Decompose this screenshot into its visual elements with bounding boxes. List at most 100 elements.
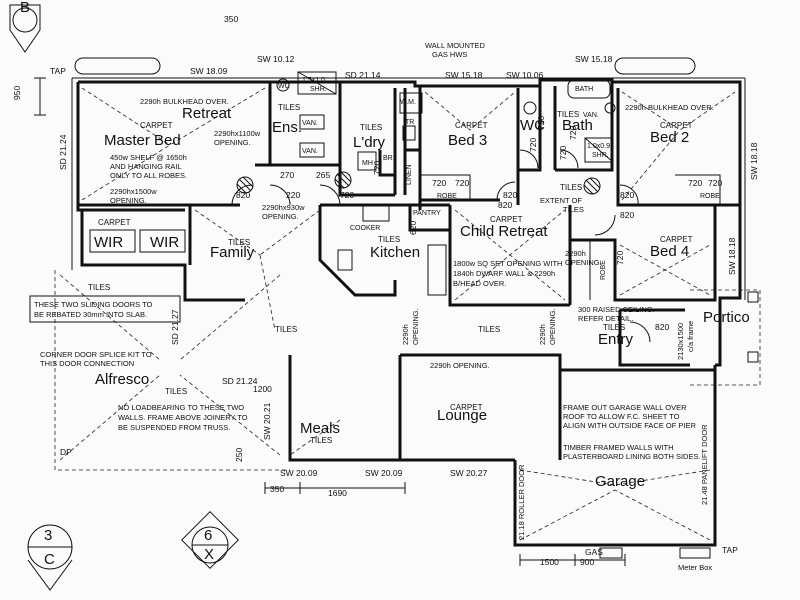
- meter-box-note: Meter Box: [678, 563, 712, 572]
- door-820-child: 820: [498, 200, 512, 210]
- set-opening-note-c: B/HEAD OVER.: [453, 279, 506, 288]
- dim-sw-1012: SW 10.12: [257, 54, 295, 64]
- tiles-laundry-label: TILES: [360, 123, 382, 132]
- washing-machine-icon: [399, 92, 423, 114]
- room-labels: Retreat Master Bed Ens. L'dry Bed 3 WC B…: [89, 105, 750, 490]
- exhaust-fan-icon: [583, 177, 601, 195]
- trough-label: TR: [405, 119, 414, 126]
- retreat-label: Retreat: [182, 105, 232, 122]
- opening-930-note-a: 2290hx930w: [262, 203, 305, 212]
- ensuite-wc-icon: [276, 78, 290, 92]
- section-marker-x: 6 X: [181, 511, 239, 569]
- shower2-size-label: 1.0x0.9: [587, 143, 610, 150]
- notes: 2290h BULKHEAD OVER. 2290h BULKHEAD OVER…: [29, 41, 714, 572]
- bedroom-outlines: [424, 91, 736, 301]
- section-x-top: 6: [204, 527, 212, 544]
- meals-label: Meals: [300, 420, 340, 437]
- bed3-label: Bed 3: [448, 132, 487, 149]
- dim-sd-2124-left: SD 21.24: [58, 134, 68, 170]
- dimension-lines: [34, 77, 626, 566]
- bath-vanity-label: VAN.: [583, 112, 599, 119]
- garage-frame-note-b: ROOF TO ALLOW F.C. SHEET TO: [563, 412, 680, 421]
- frame-note-a: 2130x1500: [676, 323, 685, 360]
- vanity-icon: [299, 114, 325, 130]
- shower-label: SHR.: [310, 86, 327, 93]
- opening-1500-note-b: OPENING.: [110, 196, 147, 205]
- tiles-hall-upper-label: TILES: [560, 183, 582, 192]
- door-270-ensuite: 270: [280, 170, 294, 180]
- shower-size-label: 1.5x1.0: [302, 77, 325, 84]
- lounge-label: Lounge: [437, 407, 487, 424]
- dim-sw-1818-a: SW 18.18: [749, 142, 759, 180]
- dim-sw-1518-b: SW 15.18: [575, 54, 613, 64]
- carpet-master-label: CARPET: [140, 121, 173, 130]
- laundry-label: L'dry: [353, 134, 386, 151]
- cooker-icon: [362, 204, 390, 222]
- rainwater-tanks: [74, 57, 696, 75]
- gas-meter-icon: [599, 547, 623, 559]
- opening-1100-note-b: OPENING.: [214, 138, 251, 147]
- ensuite-wc-label: WC: [278, 83, 290, 90]
- fixtures: [236, 71, 711, 559]
- dimensions: SW 18.09 SW 10.12 SD 21.14 SW 15.18 SW 1…: [12, 14, 759, 567]
- robe-720-bed2-a: 720: [688, 178, 702, 188]
- gas-hws-note-a: WALL MOUNTED: [425, 41, 485, 50]
- tiles-family-lower-label: TILES: [275, 325, 297, 334]
- timber-note-a: TIMBER FRAMED WALLS WITH: [563, 443, 674, 452]
- master-bed-outline: [81, 87, 266, 201]
- dim-sw-2027: SW 20.27: [450, 468, 488, 478]
- vanity-icon: [299, 142, 325, 158]
- opening-hall2-note-a: 2290h: [538, 324, 547, 345]
- door-720-wc: 720: [528, 138, 538, 152]
- bulkhead-left-note: 2290h BULKHEAD OVER.: [140, 97, 229, 106]
- tap-right-label: TAP: [722, 545, 738, 555]
- tiles-alfresco-lower-label: TILES: [165, 387, 187, 396]
- door-265-ensuite: 265: [316, 170, 330, 180]
- door-720-laundry: 720: [340, 190, 354, 200]
- opening-hall2-note-b: OPENING.: [548, 308, 557, 345]
- robe-bed3-label: ROBE: [437, 193, 457, 200]
- dim-sw-1518-a: SW 15.18: [445, 70, 483, 80]
- panelift-door-note: 21.48 PANELIFT DOOR: [700, 424, 709, 505]
- robe-bed2-label: ROBE: [700, 193, 720, 200]
- section-b-label: B: [20, 0, 30, 16]
- bed4-label: Bed 4: [650, 243, 689, 260]
- meter-box-icon: [679, 547, 711, 559]
- child-retreat-label: Child Retreat: [460, 223, 548, 240]
- linen-label: LINEN: [406, 164, 413, 185]
- wir-right: WIR: [139, 229, 186, 253]
- extent-tiles-note-a: EXTENT OF: [540, 196, 582, 205]
- carpet-wir-label: CARPET: [98, 218, 131, 227]
- tiles-hall-label: TILES: [478, 325, 500, 334]
- dim-sw-2009-a: SW 20.09: [280, 468, 318, 478]
- pantry-label: PANTRY: [413, 210, 441, 217]
- garage-frame-note-c: ALIGN WITH OUTSIDE FACE OF PIER: [563, 421, 697, 430]
- tiles-kitchen-label: TILES: [378, 235, 400, 244]
- portico-label: Portico: [703, 309, 750, 326]
- door-720-bath-b: 720: [568, 126, 578, 140]
- robe-720-bed3-a: 720: [432, 178, 446, 188]
- section-c-top: 3: [44, 527, 52, 544]
- door-820-bed4: 820: [620, 210, 634, 220]
- dim-sd-2114: SD 21.14: [345, 70, 381, 80]
- bath-icon: [567, 79, 611, 99]
- dim-sw-1006: SW 10.06: [506, 70, 544, 80]
- carpet-lounge-label: CARPET: [450, 403, 483, 412]
- opening-1100-note-a: 2290hx1100w: [214, 129, 261, 138]
- door-820-bed2: 820: [620, 190, 634, 200]
- tap-left-label: TAP: [50, 66, 66, 76]
- door-swings: [231, 149, 651, 343]
- family-outline: [194, 209, 341, 456]
- wc-label: WC: [520, 117, 545, 134]
- sliding-note-b: BE REBATED 30mm INTO SLAB.: [34, 310, 147, 319]
- opening-hall-note-b: OPENING.: [411, 308, 420, 345]
- external-walls: [71, 77, 746, 547]
- carpet-bed3-label: CARPET: [455, 121, 488, 130]
- opening-1500-note-a: 2290hx1500w: [110, 187, 157, 196]
- portico: [690, 289, 761, 386]
- shelf-note-c: ONLY TO ALL ROBES.: [110, 171, 187, 180]
- wir-right-label: WIR: [150, 234, 179, 251]
- dim-1500: 1500: [540, 557, 559, 567]
- fridge-icon: [427, 244, 447, 296]
- shelf-note-a: 450w SHELF @ 1650h: [110, 153, 187, 162]
